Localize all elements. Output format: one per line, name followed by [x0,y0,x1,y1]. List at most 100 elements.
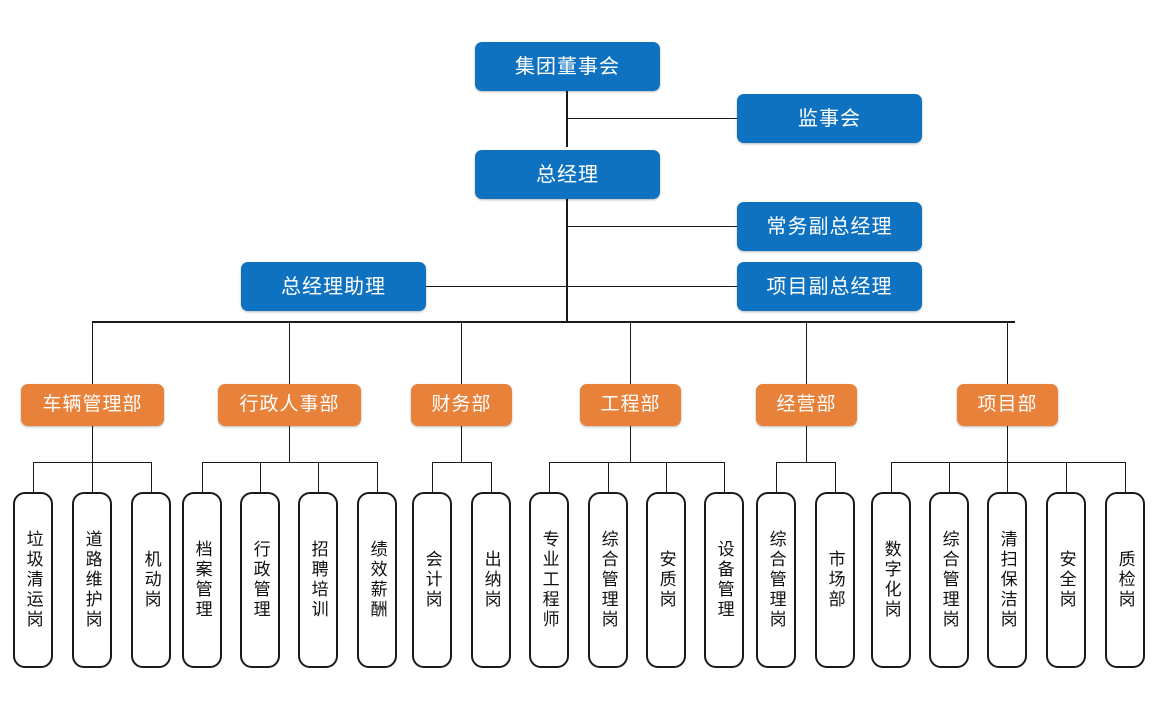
node-position-marketing[interactable]: 市场部 [815,492,855,668]
node-position-safety-quality[interactable]: 安质岗 [646,492,686,668]
connector-dept-5-leaf-2 [1007,462,1008,492]
node-department-finance[interactable]: 财务部 [411,384,512,426]
department-label: 工程部 [600,393,661,415]
node-position-flexible-duty[interactable]: 机动岗 [131,492,171,668]
position-label: 行政管理 [250,540,270,620]
node-executive-deputy-manager[interactable]: 常务副总经理 [737,202,922,251]
connector-dept-5-bus [891,462,1125,463]
connector-dept-2-leaf-1 [491,462,492,492]
node-position-cashier[interactable]: 出纳岗 [471,492,511,668]
connector-bus-to-dept-5 [1007,321,1008,384]
connector-dept-5-leaf-3 [1066,462,1067,492]
node-position-recruitment-training[interactable]: 招聘培训 [298,492,338,668]
connector-dept-3-leaf-0 [549,462,550,492]
node-position-digitalization[interactable]: 数字化岗 [871,492,911,668]
connector-board-to-supervisory [566,118,737,119]
department-label: 财务部 [431,393,492,415]
connector-dept-0-leaf-0 [33,462,34,492]
connector-dept-4-leaf-0 [776,462,777,492]
node-position-cleaning[interactable]: 清扫保洁岗 [987,492,1027,668]
connector-dept-1-bus [202,462,377,463]
connector-dept-5-leaf-4 [1125,462,1126,492]
node-position-waste-transport[interactable]: 垃圾清运岗 [13,492,53,668]
node-position-accounting[interactable]: 会计岗 [412,492,452,668]
position-label: 清扫保洁岗 [997,530,1017,630]
connector-bus-to-dept-2 [461,321,462,384]
node-position-equipment-management[interactable]: 设备管理 [704,492,744,668]
connector-dept-5-stem [1007,425,1008,462]
connector-dept-2-stem [461,425,462,462]
connector-dept-0-leaf-2 [151,462,152,492]
node-position-project-general-management[interactable]: 综合管理岗 [929,492,969,668]
connector-dept-0-leaf-1 [92,462,93,492]
department-label: 项目部 [977,393,1038,415]
node-supervisory-board-label: 监事会 [798,107,861,130]
position-label: 垃圾清运岗 [23,530,43,630]
connector-dept-3-stem [630,425,631,462]
position-label: 综合管理岗 [939,530,959,630]
connector-gm-trunk [566,199,568,322]
connector-dept-2-leaf-0 [432,462,433,492]
node-position-operations-general-management[interactable]: 综合管理岗 [756,492,796,668]
node-department-operations[interactable]: 经营部 [756,384,857,426]
node-supervisory-board[interactable]: 监事会 [737,94,922,143]
node-general-manager[interactable]: 总经理 [475,150,660,199]
node-executive-deputy-manager-label: 常务副总经理 [766,215,893,238]
position-label: 会计岗 [422,550,442,610]
connector-department-bus [92,321,1015,323]
connector-bus-to-dept-3 [630,321,631,384]
node-department-engineering[interactable]: 工程部 [580,384,681,426]
position-label: 数字化岗 [881,540,901,620]
connector-dept-1-leaf-1 [260,462,261,492]
connector-dept-4-stem [806,425,807,462]
position-label: 安质岗 [656,550,676,610]
node-position-safety[interactable]: 安全岗 [1046,492,1086,668]
connector-bus-to-dept-0 [92,321,93,384]
connector-dept-3-leaf-2 [666,462,667,492]
position-label: 设备管理 [714,540,734,620]
position-label: 市场部 [825,550,845,610]
connector-dept-1-stem [289,425,290,462]
node-department-vehicle-management[interactable]: 车辆管理部 [21,384,164,426]
connector-dept-3-leaf-3 [724,462,725,492]
node-position-archive-management[interactable]: 档案管理 [182,492,222,668]
connector-dept-2-bus [432,462,491,463]
position-label: 综合管理岗 [598,530,618,630]
node-position-road-maintenance[interactable]: 道路维护岗 [72,492,112,668]
position-label: 出纳岗 [481,550,501,610]
position-label: 档案管理 [192,540,212,620]
connector-gm-to-assistant [425,286,566,287]
connector-dept-5-leaf-1 [949,462,950,492]
connector-gm-to-executive-deputy [566,226,737,227]
department-label: 经营部 [776,393,837,415]
connector-dept-1-leaf-2 [318,462,319,492]
position-label: 安全岗 [1056,550,1076,610]
position-label: 专业工程师 [539,530,559,630]
department-label: 行政人事部 [239,393,340,415]
connector-dept-5-leaf-0 [891,462,892,492]
position-label: 招聘培训 [308,540,328,620]
node-department-admin-hr[interactable]: 行政人事部 [218,384,361,426]
node-position-professional-engineer[interactable]: 专业工程师 [529,492,569,668]
node-position-performance-compensation[interactable]: 绩效薪酬 [357,492,397,668]
node-department-project[interactable]: 项目部 [957,384,1058,426]
node-board-label: 集团董事会 [515,55,620,78]
node-gm-assistant[interactable]: 总经理助理 [241,262,426,311]
node-project-deputy-manager[interactable]: 项目副总经理 [737,262,922,311]
connector-dept-3-leaf-1 [608,462,609,492]
connector-dept-0-stem [92,425,93,462]
position-label: 综合管理岗 [766,530,786,630]
node-position-engineering-general-management[interactable]: 综合管理岗 [588,492,628,668]
position-label: 道路维护岗 [82,530,102,630]
connector-dept-4-leaf-1 [835,462,836,492]
node-project-deputy-manager-label: 项目副总经理 [766,275,893,298]
node-position-quality-inspection[interactable]: 质检岗 [1105,492,1145,668]
connector-dept-1-leaf-0 [202,462,203,492]
node-position-admin-management[interactable]: 行政管理 [240,492,280,668]
position-label: 质检岗 [1115,550,1135,610]
position-label: 绩效薪酬 [367,540,387,620]
connector-gm-to-project-deputy [566,286,737,287]
connector-bus-to-dept-4 [806,321,807,384]
node-board[interactable]: 集团董事会 [475,42,660,91]
